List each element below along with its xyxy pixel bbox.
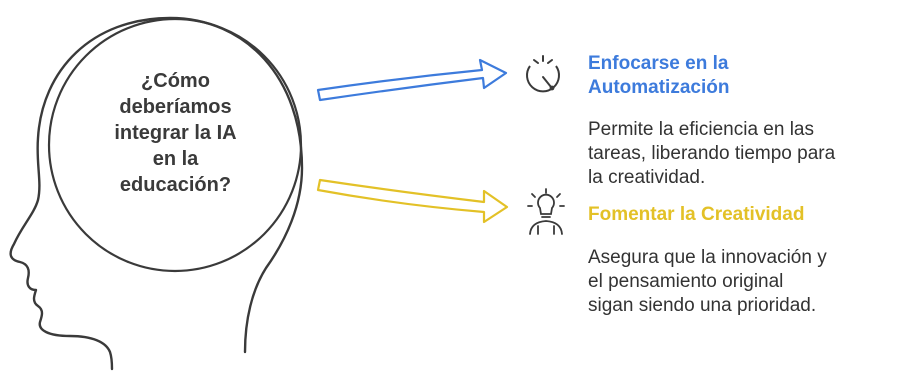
question-line: ¿Cómo xyxy=(141,70,210,92)
question-line: educación? xyxy=(119,174,232,196)
central-question: ¿Cómo deberíamos integrar la IA en la ed… xyxy=(88,68,263,198)
dial-gauge-icon xyxy=(526,55,560,93)
automation-desc-line: la creatividad. xyxy=(588,167,706,188)
creativity-description: Asegura que la innovación y el pensamien… xyxy=(588,246,827,318)
creativity-desc-line: sigan siendo una prioridad. xyxy=(588,295,817,316)
automation-title-line: Enfocarse en la xyxy=(588,53,729,74)
creativity-title-line: Fomentar la Creatividad xyxy=(588,204,805,225)
lightbulb-person-icon xyxy=(527,188,565,235)
question-line: deberíamos xyxy=(119,96,232,118)
question-line: en la xyxy=(152,148,199,170)
head-silhouette xyxy=(9,16,304,371)
automation-title: Enfocarse en la Automatización xyxy=(588,52,729,100)
automation-description: Permite la eficiencia en las tareas, lib… xyxy=(588,118,835,190)
automation-desc-line: Permite la eficiencia en las xyxy=(588,119,814,140)
creativity-desc-line: Asegura que la innovación y xyxy=(588,247,827,268)
question-line: integrar la IA xyxy=(114,122,237,144)
automation-desc-line: tareas, liberando tiempo para xyxy=(588,143,836,164)
arrow-automation xyxy=(316,58,508,102)
creativity-title: Fomentar la Creatividad xyxy=(588,203,804,227)
thought-circle xyxy=(47,17,303,273)
arrow-creativity xyxy=(316,178,509,224)
automation-title-line: Automatización xyxy=(588,77,730,98)
creativity-desc-line: el pensamiento original xyxy=(588,271,784,292)
